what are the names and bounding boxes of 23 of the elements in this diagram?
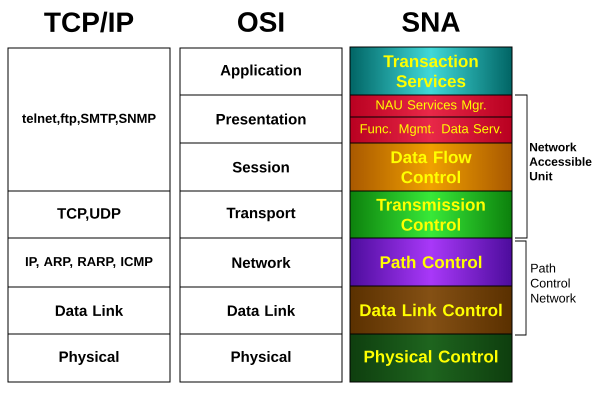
layer-box: Func. Mgmt. Data Serv.: [350, 116, 512, 144]
layer-box: Data Link Control: [350, 286, 512, 334]
protocol-box: Physical: [8, 334, 170, 382]
layer-box: Physical: [180, 334, 342, 382]
bracket-label: Path Control Network: [530, 263, 576, 303]
layer-box: Network: [180, 238, 342, 288]
layer-box: Transmission Control: [350, 190, 512, 238]
column-heading: TCP/IP: [44, 12, 134, 32]
protocol-box: TCP,UDP: [8, 190, 170, 238]
protocol-box: Data Link: [8, 286, 170, 334]
layer-box: Presentation: [180, 94, 342, 144]
layer-box: Data Link: [180, 286, 342, 334]
layer-box: Session: [180, 142, 342, 192]
layer-box: Physical Control: [350, 334, 512, 382]
protocol-box: IP, ARP, RARP, ICMP: [8, 238, 170, 288]
bracket-label: Network Accessible Unit: [530, 142, 592, 180]
column-heading: OSI: [238, 12, 284, 32]
layer-box: Transport: [180, 190, 342, 238]
layer-box: Path Control: [350, 238, 512, 286]
column-heading: SNA: [402, 12, 460, 32]
layer-box: Data Flow Control: [350, 142, 512, 192]
layer-box: NAU Services Mgr.: [350, 94, 512, 118]
layer-box: Application: [180, 48, 342, 96]
